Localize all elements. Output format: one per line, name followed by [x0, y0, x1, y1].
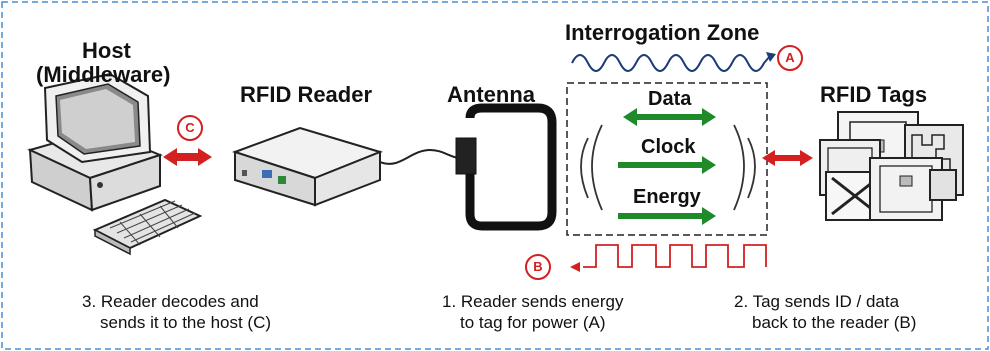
rfid-reader-icon [231, 126, 384, 207]
clock-arrow [618, 156, 716, 174]
data-arrow [623, 108, 716, 126]
signal-arrows [618, 108, 716, 225]
antenna-icon [455, 103, 557, 231]
energy-wave-arrowhead [766, 52, 776, 62]
caption-step3-line2: sends it to the host (C) [100, 313, 272, 332]
host-computer-icon [27, 72, 203, 256]
signal-label-energy: Energy [633, 186, 701, 208]
host-sublabel: (Middleware) [36, 62, 171, 87]
caption-step1-line2: to tag for power (A) [460, 313, 606, 332]
antenna-field-arcs [580, 124, 603, 211]
badge-c: C [177, 115, 203, 141]
tag-field-arcs [733, 124, 756, 211]
reader-label: RFID Reader [240, 82, 373, 107]
caption-step1-line1: 1. Reader sends energy [442, 292, 624, 311]
caption-step2-line1: 2. Tag sends ID / data [734, 292, 900, 311]
interrogation-zone-label: Interrogation Zone [565, 20, 760, 45]
caption-step2-line2: back to the reader (B) [752, 313, 917, 332]
signal-label-clock: Clock [641, 136, 696, 158]
badge-b: B [525, 254, 551, 280]
rfid-tags-icon [819, 111, 964, 221]
badge-a: A [777, 45, 803, 71]
data-square-wave [583, 244, 767, 268]
reader-cable [379, 148, 459, 165]
energy-wave [571, 54, 771, 72]
tags-label: RFID Tags [820, 82, 928, 107]
host-label: Host [82, 38, 131, 63]
host-reader-double-arrow [163, 148, 212, 166]
energy-arrow [618, 207, 716, 225]
data-wave-arrowhead [570, 262, 580, 272]
zone-tags-double-arrow [762, 150, 813, 166]
antenna-label: Antenna [447, 82, 535, 107]
signal-label-data: Data [648, 88, 692, 110]
caption-step3-line1: 3. Reader decodes and [82, 292, 259, 311]
